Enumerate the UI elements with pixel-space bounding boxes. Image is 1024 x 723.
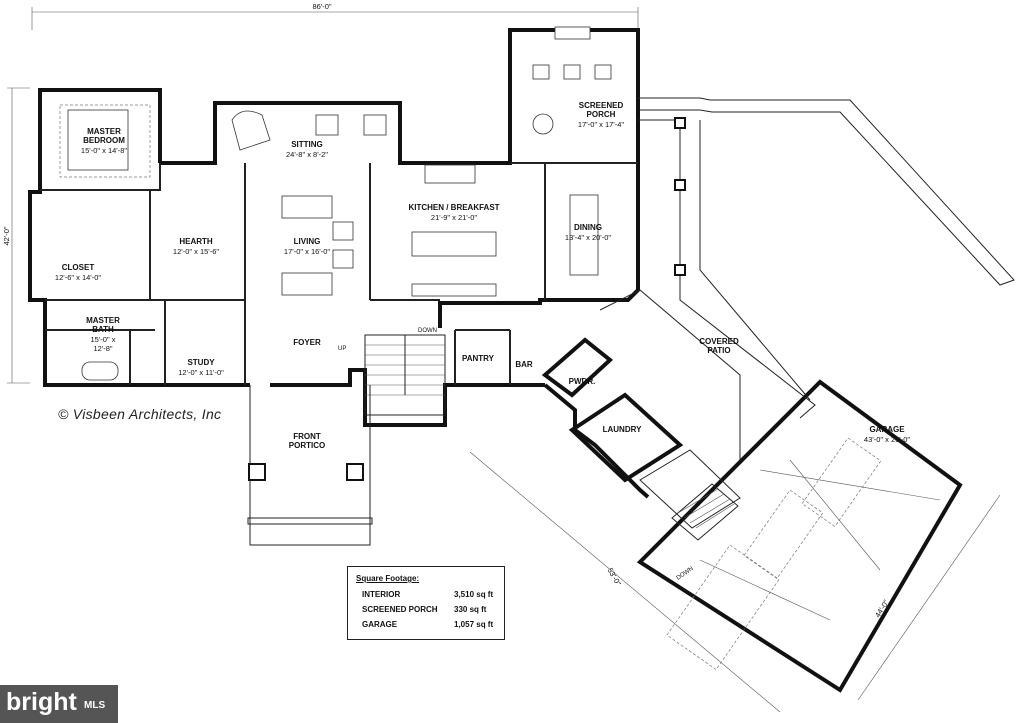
logo-brand: bright — [6, 688, 77, 716]
sqft-row-label: GARAGE — [362, 620, 398, 629]
service-wing — [541, 337, 741, 529]
kitchen-island — [411, 164, 497, 297]
screened-porch-label-1: SCREENED — [579, 101, 624, 110]
square-footage-title: Square Footage: — [356, 574, 420, 583]
exterior-walls — [28, 28, 650, 499]
bath-tub — [81, 361, 119, 381]
bright-mls-logo: bright MLS — [0, 685, 118, 723]
overall-width-dimension: 86'-0" — [31, 2, 639, 30]
stair-up-label: UP — [338, 346, 346, 352]
sqft-row-label: SCREENED PORCH — [362, 605, 438, 614]
master-bath-size-2: 12'-8" — [93, 344, 112, 353]
garage-depth-label: 53'-0" — [605, 566, 623, 587]
logo-suffix: MLS — [84, 700, 106, 711]
garage-stair — [671, 483, 739, 541]
overall-depth-label: 42'-0" — [2, 226, 11, 245]
garage-wing: DOWN 53'-0" 44'-0" — [469, 379, 1001, 713]
front-portico-label-1: FRONT — [293, 432, 321, 441]
master-bath-size-1: 15'-0" x — [91, 335, 116, 344]
covered-patio — [599, 117, 816, 460]
garage-cars — [666, 437, 941, 671]
kitchen-label: KITCHEN / BREAKFAST — [408, 203, 499, 212]
covered-patio-label-1: COVERED — [699, 337, 739, 346]
hearth-label: HEARTH — [179, 237, 213, 246]
master-bedroom-size: 15'-0" x 14'-8" — [81, 146, 127, 155]
master-bath-label-2: BATH — [92, 325, 114, 334]
covered-patio-label-2: PATIO — [707, 346, 730, 355]
garage-stair-down-label: DOWN — [676, 566, 695, 582]
sqft-row-label: INTERIOR — [362, 590, 401, 599]
sitting-furniture — [231, 110, 387, 151]
master-bed — [59, 104, 151, 178]
square-footage-table: Square Footage: INTERIOR 3,510 sq ft SCR… — [347, 566, 505, 640]
main-stair: UP DOWN — [338, 328, 446, 416]
master-bedroom-label-2: BEDROOM — [83, 136, 125, 145]
garage-depth-dimension-line — [469, 451, 781, 713]
living-label: LIVING — [294, 237, 321, 246]
living-size: 17'-0" x 16'-0" — [284, 247, 330, 256]
closet-size: 12'-6" x 14'-0" — [55, 273, 101, 282]
front-portico-label-2: PORTICO — [289, 441, 325, 450]
pantry-label: PANTRY — [462, 354, 495, 363]
master-bath-label-1: MASTER — [86, 316, 120, 325]
overall-depth-dimension: 42'-0" — [2, 87, 30, 384]
dining-size: 13'-4" x 20'-0" — [565, 233, 611, 242]
bar-label: BAR — [515, 360, 533, 369]
foyer-label: FOYER — [293, 338, 321, 347]
stair-down-label: DOWN — [418, 328, 437, 334]
sqft-row-value: 1,057 sq ft — [454, 620, 494, 629]
terrace-outline — [638, 97, 1015, 401]
sqft-row-value: 330 sq ft — [454, 605, 487, 614]
sqft-row-value: 3,510 sq ft — [454, 590, 494, 599]
dining-table — [569, 194, 599, 276]
pwdr-label: PWDR. — [569, 377, 596, 386]
hearth-size: 12'-0" x 15'-6" — [173, 247, 219, 256]
garage-width-dimension-line — [857, 494, 1001, 701]
dining-label: DINING — [574, 223, 602, 232]
laundry-label: LAUNDRY — [603, 425, 642, 434]
garage-label: GARAGE — [869, 425, 905, 434]
front-portico-structure — [247, 385, 373, 546]
overall-width-label: 86'-0" — [312, 2, 331, 11]
screened-porch-furniture — [532, 26, 612, 135]
sitting-label: SITTING — [291, 140, 323, 149]
garage-size: 43'-0" x 25'-0" — [864, 435, 910, 444]
kitchen-size: 21'-9" x 21'-0" — [431, 213, 477, 222]
sitting-size: 24'-8" x 8'-2" — [286, 150, 328, 159]
study-size: 12'-0" x 11'-0" — [178, 368, 224, 377]
study-label: STUDY — [187, 358, 215, 367]
screened-porch-size: 17'-0" x 17'-4" — [578, 120, 624, 129]
living-furniture — [281, 195, 354, 296]
architect-credit: © Visbeen Architects, Inc — [58, 406, 222, 422]
screened-porch-label-2: PORCH — [587, 110, 616, 119]
interior-walls — [40, 162, 638, 385]
closet-label: CLOSET — [62, 263, 95, 272]
master-bedroom-label-1: MASTER — [87, 127, 121, 136]
room-labels: MASTER BEDROOM 15'-0" x 14'-8" SITTING 2… — [55, 101, 910, 450]
